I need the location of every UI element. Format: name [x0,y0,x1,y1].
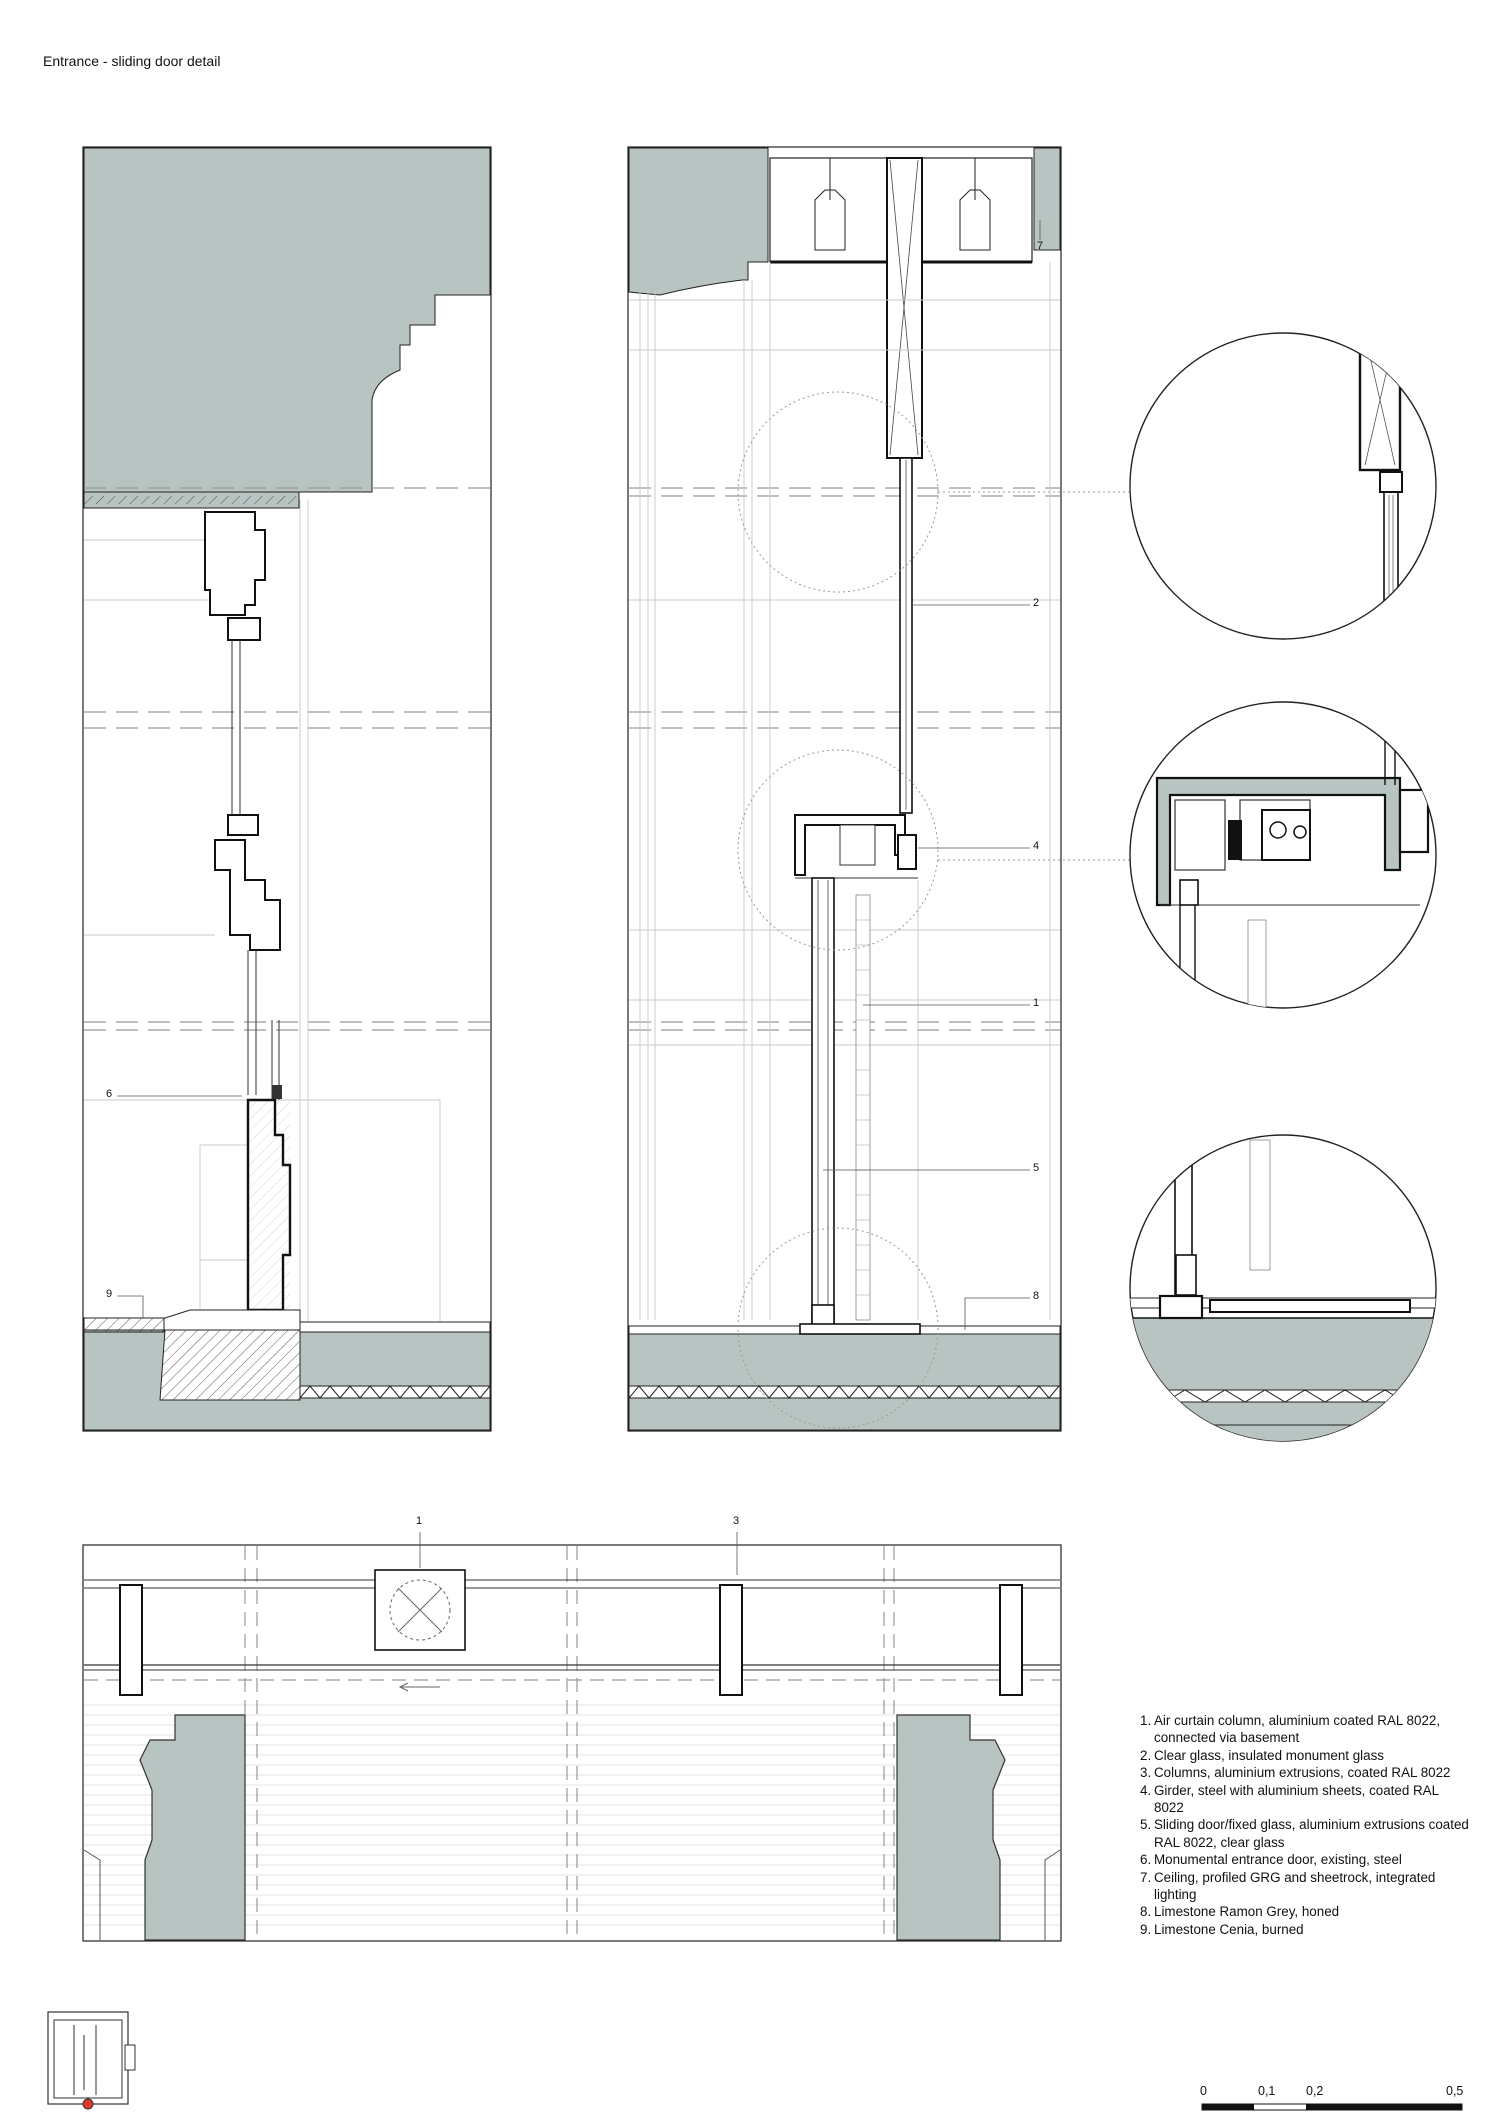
callout-2: 2 [1033,597,1040,609]
legend-text: Columns, aluminium extrusions, coated RA… [1154,1765,1451,1781]
callout-4: 4 [1033,840,1040,852]
plan-view [82,1532,1062,1942]
legend-item: 2.Clear glass, insulated monument glass [1140,1747,1470,1764]
plan-pier-right [896,1714,1006,1941]
section-left [82,146,492,1432]
scale-bar [1201,2103,1463,2111]
ceiling-mass-left [83,147,491,493]
legend-text: Ceiling, profiled GRG and sheetrock, int… [1154,1869,1436,1903]
legend-text: Girder, steel with aluminium sheets, coa… [1154,1782,1439,1816]
scale-label-0: 0 [1200,2084,1207,2098]
ceiling-mass-right [628,147,769,296]
legend-text: Monumental entrance door, existing, stee… [1154,1852,1402,1868]
floor-slab-right [628,1333,1061,1431]
plan-pier-left [139,1714,246,1941]
legend-num: 4. [1140,1782,1152,1798]
existing-door-profile [204,511,266,616]
legend-num: 2. [1140,1747,1152,1763]
legend-item: 3.Columns, aluminium extrusions, coated … [1140,1764,1470,1781]
legend-text: Limestone Cenia, burned [1154,1921,1304,1937]
plan-callout-1: 1 [416,1515,423,1527]
legend-num: 9. [1140,1921,1152,1937]
legend-num: 7. [1140,1869,1152,1885]
legend-item: 5.Sliding door/fixed glass, aluminium ex… [1140,1816,1470,1851]
air-curtain-column [855,894,871,1321]
legend-item: 1.Air curtain column, aluminium coated R… [1140,1712,1470,1747]
legend-num: 3. [1140,1765,1152,1781]
plan-callout-3: 3 [733,1515,740,1527]
detail-circle-top [1129,332,1437,640]
key-plan-marker [82,2098,94,2110]
legend-text: Clear glass, insulated monument glass [1154,1747,1384,1763]
legend-num: 6. [1140,1852,1152,1868]
scale-label-01: 0,1 [1258,2084,1276,2098]
legend-item: 7.Ceiling, profiled GRG and sheetrock, i… [1140,1869,1470,1904]
callout-8: 8 [1033,1290,1040,1302]
girder [794,814,906,876]
callout-9: 9 [106,1288,113,1300]
legend-text: Air curtain column, aluminium coated RAL… [1154,1713,1441,1746]
legend-item: 6.Monumental entrance door, existing, st… [1140,1851,1470,1868]
legend-item: 8.Limestone Ramon Grey, honed [1140,1903,1470,1920]
callout-7: 7 [1037,240,1044,252]
callout-5: 5 [1033,1162,1040,1174]
legend-item: 9.Limestone Cenia, burned [1140,1921,1470,1938]
legend: 1.Air curtain column, aluminium coated R… [1140,1712,1470,1938]
scale-label-02: 0,2 [1306,2084,1324,2098]
legend-text: Limestone Ramon Grey, honed [1154,1904,1340,1920]
legend-item: 4.Girder, steel with aluminium sheets, c… [1140,1782,1470,1817]
section-right [627,146,1130,1432]
detail-circle-bottom [1129,1134,1437,1442]
legend-text: Sliding door/fixed glass, aluminium extr… [1154,1817,1469,1850]
callout-1: 1 [1033,997,1040,1009]
legend-num: 8. [1140,1904,1152,1920]
scale-label-05: 0,5 [1446,2084,1464,2098]
callout-6: 6 [106,1088,113,1100]
sheet-title: Entrance - sliding door detail [43,53,221,69]
key-plan [47,2011,136,2110]
detail-circle-middle [1129,701,1437,1009]
legend-num: 1. [1140,1713,1152,1728]
legend-num: 5. [1140,1817,1152,1833]
